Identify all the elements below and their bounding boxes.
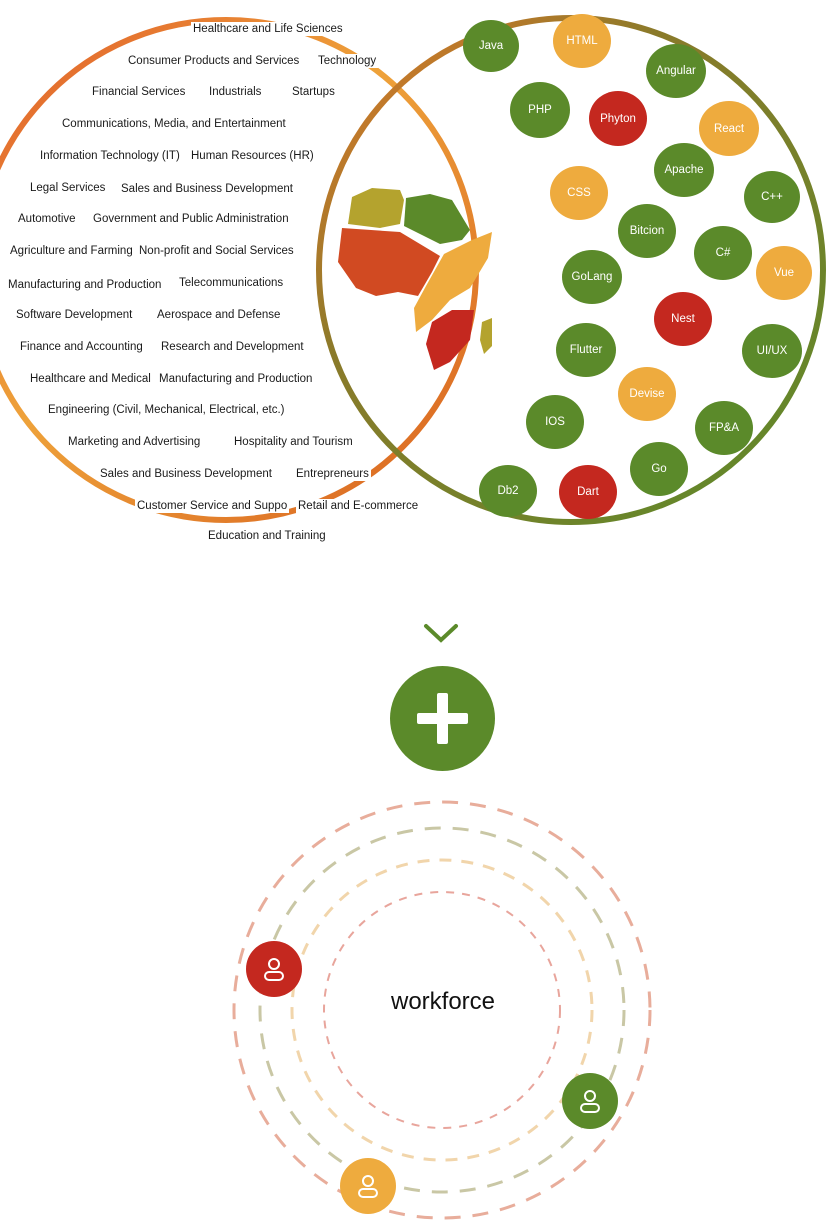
industry-label: Entrepreneurs bbox=[294, 467, 371, 481]
skill-bubble: Flutter bbox=[556, 323, 616, 377]
skill-bubble: FP&A bbox=[695, 401, 753, 455]
industry-label: Financial Services bbox=[90, 85, 188, 99]
person-icon bbox=[580, 1090, 600, 1113]
plus-button[interactable] bbox=[390, 666, 495, 771]
industry-label: Healthcare and Life Sciences bbox=[191, 22, 345, 36]
person-avatar[interactable] bbox=[562, 1073, 618, 1129]
workforce-rings bbox=[232, 800, 652, 1220]
skill-bubble: GoLang bbox=[562, 250, 622, 304]
industry-label: Startups bbox=[290, 85, 337, 99]
skill-bubble: Db2 bbox=[479, 465, 537, 517]
skill-bubble: C++ bbox=[744, 171, 800, 223]
chevron-down-icon bbox=[424, 624, 458, 643]
africa-map-icon bbox=[338, 188, 492, 370]
industry-label: Finance and Accounting bbox=[18, 340, 145, 354]
industry-label: Sales and Business Development bbox=[98, 467, 274, 481]
skill-bubble: React bbox=[699, 101, 759, 156]
industry-label: Education and Training bbox=[206, 529, 328, 543]
industry-label: Retail and E-commerce bbox=[296, 499, 421, 513]
industry-label: Sales and Business Development bbox=[119, 182, 295, 196]
industry-label: Government and Public Administration bbox=[91, 212, 291, 226]
skill-bubble: Devise bbox=[618, 367, 676, 421]
industry-label: Telecommunications bbox=[177, 276, 286, 290]
skill-bubble: Phyton bbox=[589, 91, 647, 146]
industry-label: Hospitality and Tourism bbox=[232, 435, 355, 449]
industry-label: Customer Service and Suppo bbox=[135, 499, 290, 513]
skill-bubble: Vue bbox=[756, 246, 812, 300]
industry-label: Aerospace and Defense bbox=[155, 308, 283, 322]
industry-label: Manufacturing and Production bbox=[157, 372, 315, 386]
industry-label: Industrials bbox=[207, 85, 264, 99]
workforce-label: workforce bbox=[390, 988, 496, 1015]
skill-bubble: Apache bbox=[654, 143, 714, 197]
industry-label: Automotive bbox=[16, 212, 78, 226]
industry-label: Non-profit and Social Services bbox=[137, 244, 296, 258]
industry-label: Legal Services bbox=[28, 181, 108, 195]
industry-label: Communications, Media, and Entertainment bbox=[60, 117, 288, 131]
skill-bubble: Bitcion bbox=[618, 204, 676, 258]
person-icon bbox=[358, 1175, 378, 1198]
skill-bubble: HTML bbox=[553, 14, 611, 68]
industry-label: Software Development bbox=[14, 308, 135, 322]
industry-label: Agriculture and Farming bbox=[8, 244, 135, 258]
industry-label: Technology bbox=[316, 54, 379, 68]
person-avatar[interactable] bbox=[246, 941, 302, 997]
person-avatar[interactable] bbox=[340, 1158, 396, 1214]
industry-label: Manufacturing and Production bbox=[6, 278, 164, 292]
skill-bubble: C# bbox=[694, 226, 752, 280]
skill-bubble: UI/UX bbox=[742, 324, 802, 378]
skill-bubble: Angular bbox=[646, 44, 706, 98]
industry-label: Engineering (Civil, Mechanical, Electric… bbox=[46, 403, 287, 417]
industry-label: Information Technology (IT) bbox=[38, 149, 182, 163]
skill-bubble: CSS bbox=[550, 166, 608, 220]
industry-label: Healthcare and Medical bbox=[28, 372, 153, 386]
industry-label: Human Resources (HR) bbox=[189, 149, 316, 163]
person-icon bbox=[264, 958, 284, 981]
skill-bubble: IOS bbox=[526, 395, 584, 449]
industry-label: Research and Development bbox=[159, 340, 306, 354]
industry-label: Consumer Products and Services bbox=[126, 54, 302, 68]
industry-label: Marketing and Advertising bbox=[66, 435, 203, 449]
skill-bubble: PHP bbox=[510, 82, 570, 138]
skill-bubble: Nest bbox=[654, 292, 712, 346]
skill-bubble: Java bbox=[463, 20, 519, 72]
skill-bubble: Dart bbox=[559, 465, 617, 519]
skill-bubble: Go bbox=[630, 442, 688, 496]
